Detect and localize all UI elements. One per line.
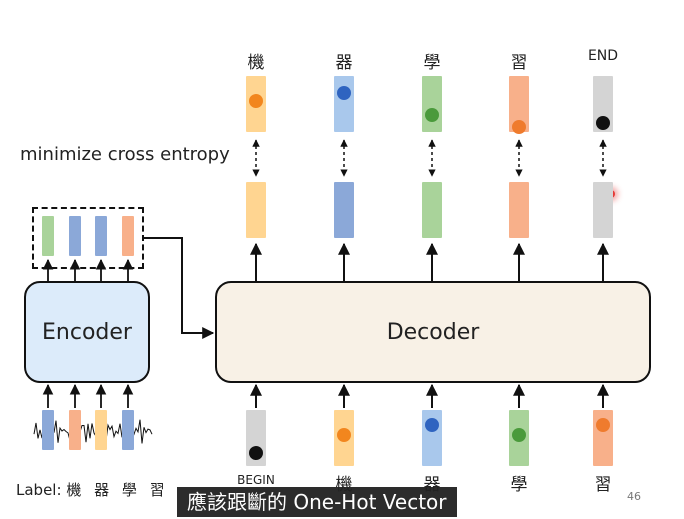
- encoder-input-bar: [95, 410, 107, 450]
- output-token-dot: [512, 120, 526, 134]
- encoder-output-bar: [69, 216, 81, 256]
- encoder-block: Encoder: [24, 281, 150, 383]
- page-number: 46: [627, 490, 641, 503]
- output-token-bar: [422, 76, 442, 132]
- decoder-label: Decoder: [386, 320, 480, 345]
- decoder-output-bar: [509, 182, 529, 238]
- label-characters: 機 器 學 習: [66, 481, 169, 499]
- encoder-to-decoder-arrow: [144, 237, 215, 339]
- loss-label: minimize cross entropy: [20, 144, 230, 165]
- decoder-output-bar: [422, 182, 442, 238]
- output-token-label: 學: [423, 53, 441, 73]
- decoder-input-dot: [425, 418, 439, 432]
- decoder-output-bar: [246, 182, 266, 238]
- decoder-input-label: BEGIN: [237, 473, 275, 487]
- output-token-dot: [596, 116, 610, 130]
- decoder-input-dot: [249, 446, 263, 460]
- decoder-input-dot: [596, 418, 610, 432]
- decoder-input-label: 器: [423, 475, 441, 495]
- output-token-label: 機: [247, 53, 265, 73]
- output-token-label: 習: [510, 53, 528, 73]
- decoder-input-dot: [337, 428, 351, 442]
- encoder-input-bar: [69, 410, 81, 450]
- label-line: Label: 機 器 學 習: [16, 479, 169, 500]
- decoder-output-bar: [334, 182, 354, 238]
- subtitle-caption: 應該跟斷的 One-Hot Vector: [177, 487, 457, 517]
- encoder-input-bar: [122, 410, 134, 450]
- output-token-bar: [509, 76, 529, 132]
- output-token-label: 器: [335, 53, 353, 73]
- decoder-output-bar: [593, 182, 613, 238]
- encoder-label: Encoder: [42, 320, 132, 345]
- output-token-dot: [249, 94, 263, 108]
- output-token-label: END: [587, 48, 619, 64]
- label-prefix: Label:: [16, 481, 62, 499]
- encoder-output-bar: [95, 216, 107, 256]
- decoder-input-label: 習: [594, 475, 612, 495]
- output-token-dot: [337, 86, 351, 100]
- decoder-block: Decoder: [215, 281, 651, 383]
- encoder-output-bar: [42, 216, 54, 256]
- decoder-input-label: 學: [510, 475, 528, 495]
- decoder-input-label: 機: [335, 475, 353, 495]
- decoder-input-dot: [512, 428, 526, 442]
- encoder-output-bar: [122, 216, 134, 256]
- output-token-dot: [425, 108, 439, 122]
- encoder-input-bar: [42, 410, 54, 450]
- output-token-bar: [334, 76, 354, 132]
- encoder-output-frame: [32, 207, 144, 269]
